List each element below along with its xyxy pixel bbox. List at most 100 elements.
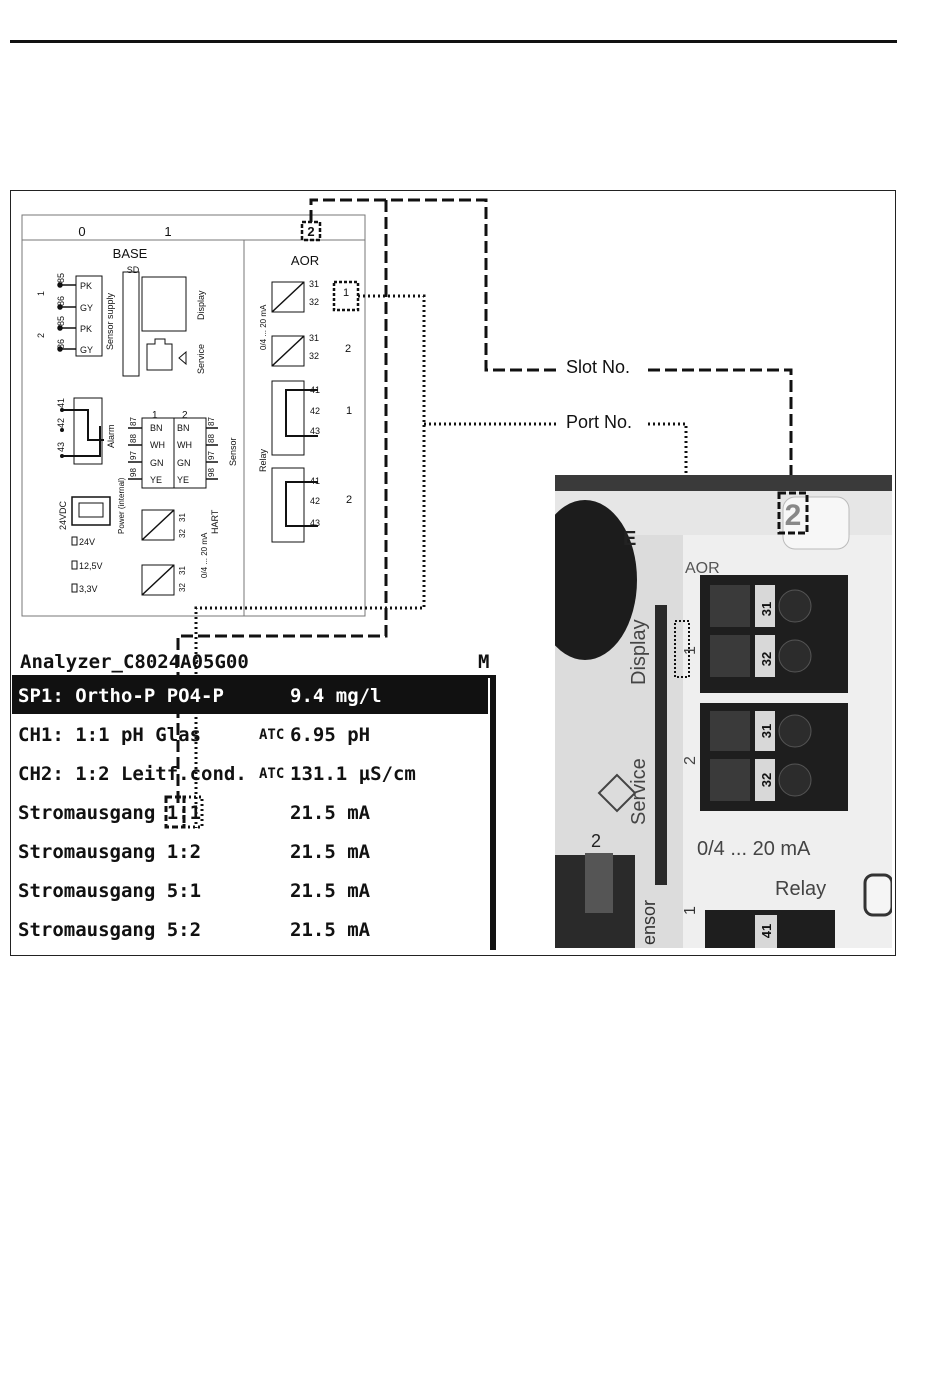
supply-pin-4: 86 <box>56 339 66 349</box>
supply-pin-3: 85 <box>56 316 66 326</box>
top-rule <box>10 40 897 43</box>
aor-relay1-43: 43 <box>310 426 320 436</box>
supply-port-1: 1 <box>36 291 46 296</box>
display-scrollbar <box>490 675 496 950</box>
sensor-pin-r3: 97 <box>207 451 216 460</box>
photo-sensor-partial: ensor <box>639 900 659 945</box>
sensor-header-1: 1 <box>152 410 158 421</box>
display-label: Display <box>196 290 206 320</box>
sensor-color-r2: WH <box>177 440 192 450</box>
display-title: Analyzer_C8024A05G00 <box>20 651 249 673</box>
display-row-ch1[interactable]: CH1: 1:1 pH Glas ATC 6.95 pH <box>12 717 488 753</box>
display-mode-indicator: M <box>478 651 490 673</box>
sensor-color-r1: BN <box>177 423 190 433</box>
voltage-12v: 12,5V <box>79 561 103 571</box>
aor-relay2-42: 42 <box>310 496 320 506</box>
sd-label: SD <box>127 265 140 275</box>
photo-sensor-port: 2 <box>591 831 601 851</box>
photo-range-label: 0/4 ... 20 mA <box>697 838 811 860</box>
aor-out2-pin-32: 32 <box>309 351 319 361</box>
figure-frame <box>10 190 896 956</box>
aor-port-1: 1 <box>343 287 349 299</box>
display-row-ch2[interactable]: CH2: 1:2 Leitf.cond. ATC 131.1 µS/cm <box>12 756 488 792</box>
aor-relay-port-1: 1 <box>346 405 352 417</box>
sensor-pin-r1: 87 <box>207 417 216 426</box>
sensor-color-l3: GN <box>150 458 164 468</box>
aor-relay2-41: 41 <box>310 476 320 486</box>
photo-base-partial: E <box>623 528 636 550</box>
display-row-output-1-2[interactable]: Stromausgang 1:2 21.5 mA <box>12 834 488 870</box>
supply-color-3: PK <box>80 324 92 334</box>
photo-pin-32b: 32 <box>759 773 774 787</box>
sensor-supply-label: Sensor supply <box>105 292 115 350</box>
sensor-pin-r4: 98 <box>207 468 216 477</box>
alarm-label: Alarm <box>106 424 116 448</box>
row-label: CH1: 1:1 pH Glas <box>18 724 202 746</box>
vdc-label: 24VDC <box>58 500 68 530</box>
row-label: CH2: 1:2 Leitf.cond. <box>18 763 247 785</box>
photo-pin-31b: 31 <box>759 724 774 738</box>
voltage-24v: 24V <box>79 537 95 547</box>
aor-title: AOR <box>291 253 319 268</box>
photo-relay-port: 1 <box>682 906 699 915</box>
supply-color-4: GY <box>80 345 93 355</box>
photo-display-label: Display <box>628 619 650 685</box>
photo-pin-32a: 32 <box>759 652 774 666</box>
aor-relay-port-2: 2 <box>346 494 352 506</box>
sensor-color-r4: YE <box>177 475 189 485</box>
aor-ma-label: 0/4 ... 20 mA <box>259 304 268 350</box>
aor-out2-pin-31: 31 <box>309 333 319 343</box>
row-value: 131.1 µS/cm <box>290 763 416 785</box>
slot-callout: Slot No. <box>560 357 637 378</box>
photo-pin-41: 41 <box>759 924 774 938</box>
service-label: Service <box>196 344 206 374</box>
out2-pin-32: 32 <box>178 583 187 592</box>
aor-out1-pin-31: 31 <box>309 279 319 289</box>
base-title: BASE <box>113 246 148 261</box>
sensor-pin-l4: 98 <box>129 468 138 477</box>
aor-out1-pin-32: 32 <box>309 297 319 307</box>
row-label: SP1: Ortho-P PO4-P <box>18 685 224 707</box>
sensor-header-2: 2 <box>182 410 188 421</box>
row-value: 21.5 mA <box>290 919 371 941</box>
photo-port-2: 2 <box>682 756 699 765</box>
hart-pin-32: 32 <box>178 529 187 538</box>
sensor-pin-r2: 88 <box>207 434 216 443</box>
display-row-sp1[interactable]: SP1: Ortho-P PO4-P 9.4 mg/l <box>12 678 488 714</box>
display-divider <box>12 675 496 678</box>
hart-label: HART <box>210 509 220 534</box>
aor-relay1-42: 42 <box>310 406 320 416</box>
row-atc: ATC <box>259 727 285 743</box>
display-row-output-5-2[interactable]: Stromausgang 5:2 21.5 mA <box>12 912 488 948</box>
sensor-pin-l2: 88 <box>129 434 138 443</box>
sensor-color-l4: YE <box>150 475 162 485</box>
row-label: Stromausgang 5:1 <box>18 880 202 902</box>
aor-relay2-43: 43 <box>310 518 320 528</box>
slot-1-label: 1 <box>164 224 171 239</box>
alarm-pin-42: 42 <box>56 418 66 428</box>
supply-pin-2: 86 <box>56 296 66 306</box>
aor-relay1-41: 41 <box>310 385 320 395</box>
photo-relay-label: Relay <box>775 878 826 900</box>
aor-port-2: 2 <box>345 343 351 355</box>
row-value: 6.95 pH <box>290 724 371 746</box>
voltage-3v: 3,3V <box>79 584 98 594</box>
photo-port-1: 1 <box>682 646 699 655</box>
supply-pin-1: 85 <box>56 273 66 283</box>
slot-2-label: 2 <box>307 224 314 239</box>
sensor-pin-l1: 87 <box>129 417 138 426</box>
base-ma-label: 0/4 ... 20 mA <box>200 532 209 578</box>
display-row-output-5-1[interactable]: Stromausgang 5:1 21.5 mA <box>12 873 488 909</box>
row-value: 21.5 mA <box>290 802 371 824</box>
row-atc: ATC <box>259 766 285 782</box>
module-photo: 2 E AOR 31 32 31 32 Display Service 1 2 … <box>555 475 892 948</box>
display-row-output-1-1[interactable]: Stromausgang 1:1 21.5 mA <box>12 795 488 831</box>
photo-pin-31a: 31 <box>759 602 774 616</box>
row-label: Stromausgang 1:2 <box>18 841 202 863</box>
photo-service-label: Service <box>628 758 650 825</box>
supply-color-2: GY <box>80 303 93 313</box>
photo-service-icon <box>597 773 637 813</box>
row-value: 21.5 mA <box>290 841 371 863</box>
hart-pin-31: 31 <box>178 513 187 522</box>
